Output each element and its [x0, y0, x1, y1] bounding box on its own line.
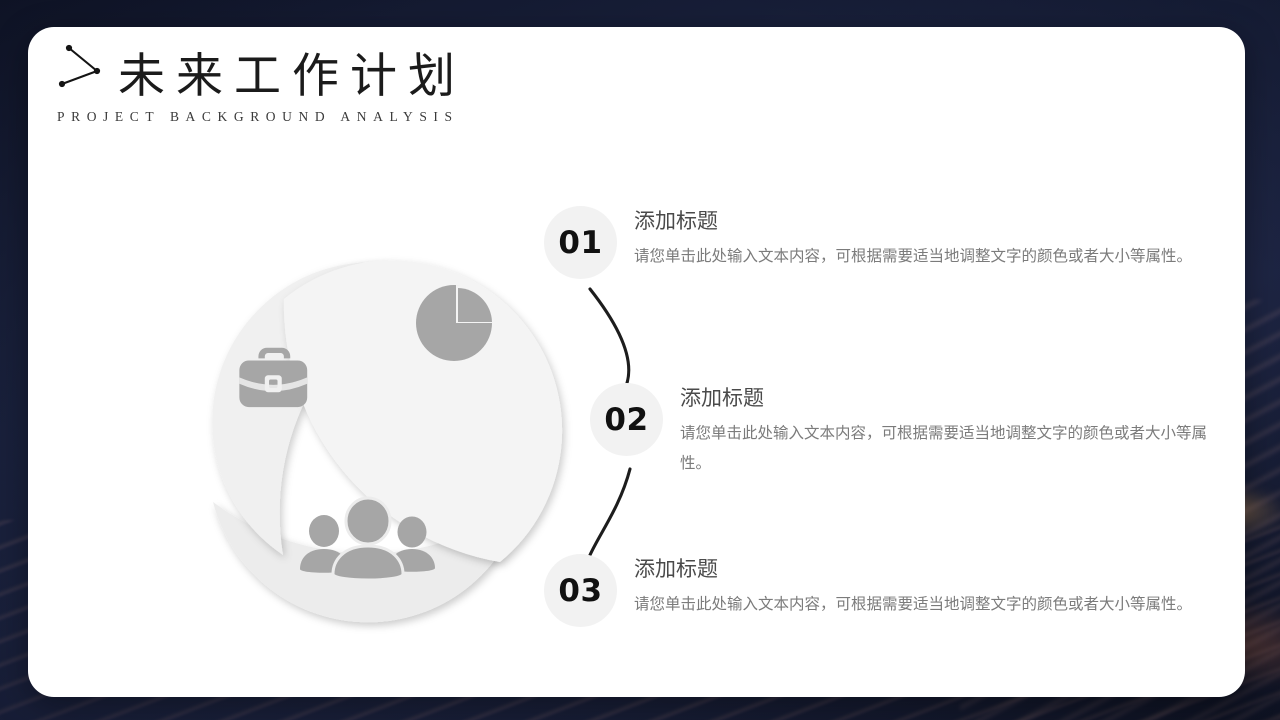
- step-title: 添加标题: [680, 386, 764, 410]
- step-number-badge: 02: [590, 383, 663, 456]
- step-body: 请您单击此处输入文本内容，可根据需要适当地调整文字的颜色或者大小等属性。: [634, 247, 1193, 266]
- step-number-badge: 03: [544, 554, 617, 627]
- page-subtitle: PROJECT BACKGROUND ANALYSIS: [57, 109, 459, 124]
- steps-list: 01 添加标题 请您单击此处输入文本内容，可根据需要适当地调整文字的颜色或者大小…: [508, 177, 1228, 677]
- three-petal-circle-diagram: [148, 207, 588, 647]
- step-title: 添加标题: [634, 209, 718, 233]
- step-item-01[interactable]: 01 添加标题 请您单击此处输入文本内容，可根据需要适当地调整文字的颜色或者大小…: [544, 206, 1192, 279]
- briefcase-icon: [239, 347, 308, 408]
- content-card: 未来工作计划 PROJECT BACKGROUND ANALYSIS: [28, 27, 1245, 697]
- diagram-segment-left: [212, 262, 435, 555]
- step-body: 请您单击此处输入文本内容，可根据需要适当地调整文字的颜色或者大小等属性。: [634, 595, 1193, 614]
- step-body: 请您单击此处输入文本内容，可根据需要适当地调整文字的颜色或者大小等属性。: [680, 424, 1208, 473]
- pie-chart-icon: [416, 285, 494, 361]
- page-title: 未来工作计划: [118, 48, 466, 104]
- slide-header: 未来工作计划 PROJECT BACKGROUND ANALYSIS: [54, 43, 466, 125]
- chevron-dots-icon: [54, 43, 112, 97]
- step-title: 添加标题: [634, 557, 718, 581]
- people-group-icon: [300, 496, 435, 582]
- diagram-segment-top-right: [283, 260, 563, 562]
- step-item-02[interactable]: 02 添加标题 请您单击此处输入文本内容，可根据需要适当地调整文字的颜色或者大小…: [590, 383, 1228, 479]
- step-number-badge: 01: [544, 206, 617, 279]
- step-item-03[interactable]: 03 添加标题 请您单击此处输入文本内容，可根据需要适当地调整文字的颜色或者大小…: [544, 554, 1192, 627]
